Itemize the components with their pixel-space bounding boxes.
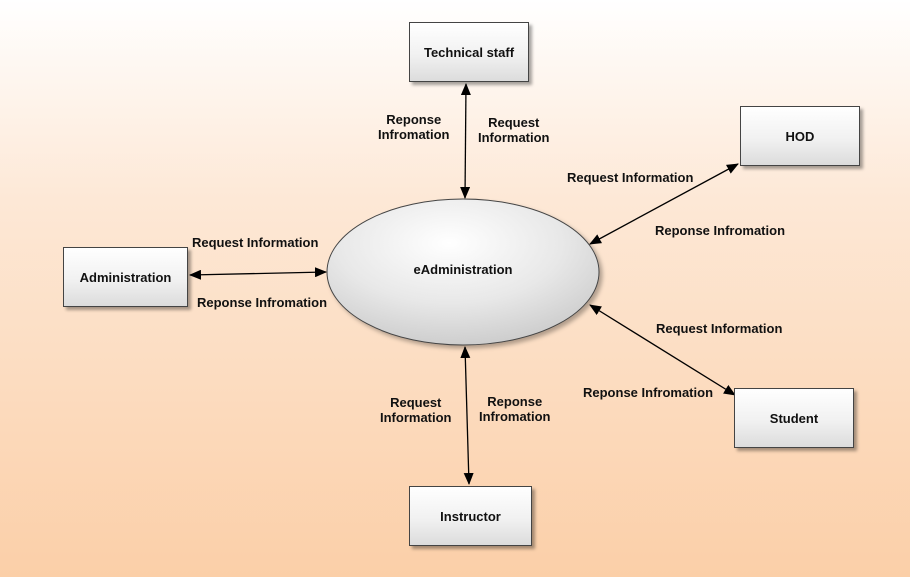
entity-administration: Administration: [63, 247, 188, 307]
entity-student: Student: [734, 388, 854, 448]
label-technical-staff-request: Request Information: [478, 115, 550, 145]
connector-technical-staff: [460, 83, 471, 199]
label-hod-response: Reponse Infromation: [655, 223, 786, 238]
label-administration-request: Request Information: [192, 235, 319, 250]
label-hod-request: Request Information: [567, 170, 694, 185]
entity-technical-staff: Technical staff: [409, 22, 529, 82]
eadministration-process-ellipse: [326, 198, 600, 346]
entity-hod: HOD: [740, 106, 860, 166]
eadministration-label: eAdministration: [413, 262, 513, 277]
label-administration-response: Reponse Infromation: [197, 295, 328, 310]
connector-administration: [189, 267, 327, 280]
label-student-response: Reponse Infromation: [583, 385, 714, 400]
entity-instructor: Instructor: [409, 486, 532, 546]
label-student-request: Request Information: [656, 321, 783, 336]
label-instructor-response: Reponse Infromation: [479, 394, 551, 424]
connector-instructor: [460, 346, 474, 485]
connector-student: [589, 304, 736, 396]
label-instructor-request: Request Information: [380, 395, 452, 425]
label-technical-staff-response: Reponse Infromation: [378, 112, 450, 142]
connector-hod: [589, 163, 739, 245]
